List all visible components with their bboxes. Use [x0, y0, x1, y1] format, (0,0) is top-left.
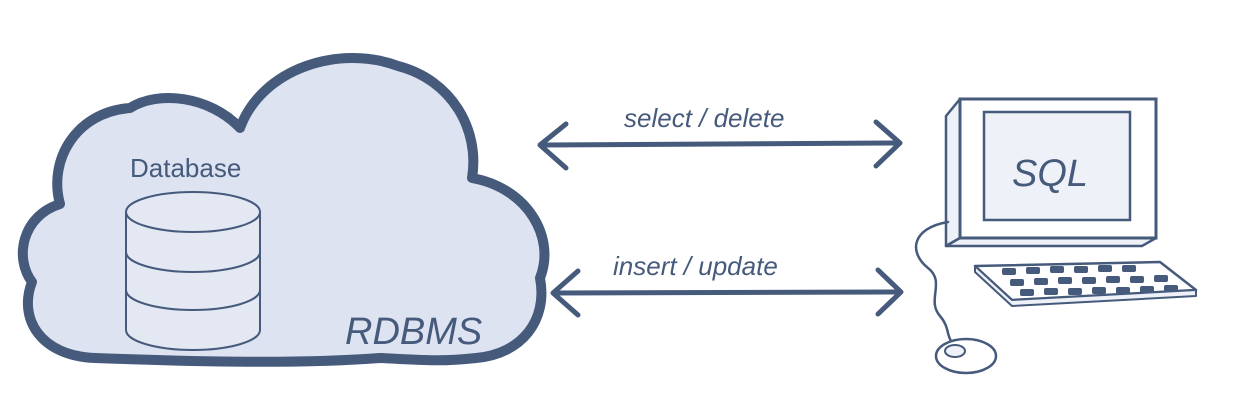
key [1050, 266, 1064, 273]
cloud-label: RDBMS [345, 311, 482, 353]
key [1026, 267, 1040, 274]
arrow-top-left-head [537, 121, 569, 171]
keyboard-icon [973, 260, 1198, 307]
key [1140, 286, 1154, 293]
key [1082, 277, 1096, 284]
mouse-button [944, 344, 966, 358]
key [1074, 266, 1088, 273]
monitor-screen [982, 110, 1132, 222]
arrow-top-right-head [873, 119, 903, 169]
arrow-bottom-left-head [550, 268, 581, 318]
database-body [125, 212, 261, 351]
key [1106, 276, 1120, 283]
keyboard-front [974, 265, 1197, 307]
rdbms-cloud: RDBMS [17, 53, 550, 367]
key [1092, 287, 1106, 294]
arrow-bottom-right-head [875, 267, 904, 317]
key [1098, 265, 1112, 272]
database-ring-1 [125, 251, 261, 273]
key [1154, 275, 1168, 282]
arrow-top-label: select / delete [624, 103, 784, 133]
computer-icon: SQL [944, 97, 1158, 248]
mouse-icon [914, 220, 998, 375]
arrow-bottom-label: insert / update [613, 251, 778, 281]
database-top [125, 191, 261, 233]
arrow-bottom-line [553, 289, 899, 296]
key [1164, 285, 1178, 292]
keyboard-keys [1002, 265, 1178, 296]
arrow-top-line [541, 140, 899, 148]
key [1002, 268, 1016, 275]
key [1068, 288, 1082, 295]
key [1034, 278, 1048, 285]
key [1044, 288, 1058, 295]
monitor-side [944, 97, 962, 248]
key [1058, 277, 1072, 284]
screen-label: SQL [1012, 153, 1088, 195]
database-icon: Database [125, 153, 261, 351]
key [1130, 276, 1144, 283]
key [1020, 289, 1034, 296]
database-label: Database [130, 153, 241, 183]
database-ring-2 [125, 289, 261, 311]
arrow-insert-update: insert / update [550, 251, 904, 318]
key [1122, 265, 1136, 272]
key [1116, 287, 1130, 294]
key [1010, 279, 1024, 286]
arrow-select-delete: select / delete [537, 103, 903, 171]
mouse-cable [914, 220, 960, 348]
mouse-body [934, 337, 998, 375]
